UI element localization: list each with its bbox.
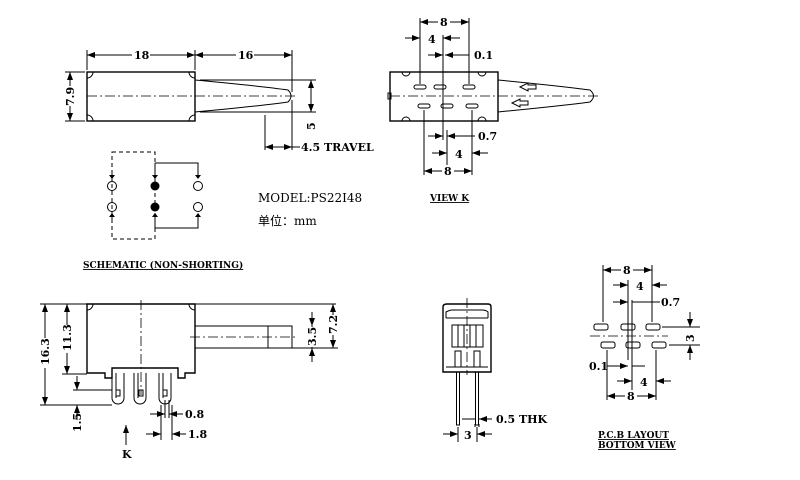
terminal-pin <box>475 371 479 426</box>
pin-row-top <box>413 84 476 90</box>
pcb-dim-bottom-half: 4 <box>640 376 648 389</box>
terminal-circle <box>107 181 117 191</box>
switch-body <box>389 71 499 122</box>
contact-bridge <box>155 162 199 229</box>
direction-arrow-icon <box>510 82 537 108</box>
schematic-label: SCHEMATIC (NON-SHORTING) <box>83 260 243 271</box>
view-k-dim-bottom-offset: 0.7 <box>478 130 497 143</box>
switch-body <box>86 303 196 379</box>
terminal-circle <box>107 202 117 212</box>
pin-row-bottom <box>417 103 479 109</box>
view-k-label: VIEW K <box>429 194 470 204</box>
view-k-dim-bottom-pitch: 8 <box>444 165 452 178</box>
terminal-circle <box>193 202 203 212</box>
view-k-dim-top-half: 4 <box>428 33 436 46</box>
pcb-dim-row-spacing: 3 <box>684 334 697 342</box>
unit-label: 单位：mm <box>258 213 317 228</box>
slider-contact-outline <box>111 151 156 240</box>
pcb-layout: 8 4 0.7 3 0.1 4 8 P.C.B LAYOUT BOTTOM VI… <box>589 264 700 451</box>
view-k-dim-top-offset: 0.1 <box>474 49 493 62</box>
pcb-label-line2: BOTTOM VIEW <box>598 441 677 451</box>
dim-pin-pitch: 3 <box>464 429 472 442</box>
schematic: SCHEMATIC (NON-SHORTING) <box>83 151 243 271</box>
travel-label: 4.5 TRAVEL <box>301 141 374 154</box>
corner-marks <box>86 71 196 122</box>
switch-body <box>442 303 492 373</box>
pcb-dim-top-offset: 0.7 <box>661 296 680 309</box>
slider-window <box>451 324 484 348</box>
pcb-dim-bottom-offset: 0.1 <box>589 360 608 373</box>
top-view: 18 16 7.9 5 4.5 TRAVEL <box>63 48 374 154</box>
dim-pin-span: 1.8 <box>188 428 207 441</box>
dim-shaft-width: 5 <box>305 122 318 130</box>
dim-height: 7.9 <box>64 87 77 106</box>
view-k-dim-bottom-half: 4 <box>455 148 463 161</box>
terminal-pin <box>456 371 460 426</box>
dim-total-height: 16.3 <box>39 338 52 365</box>
pcb-label-line1: P.C.B LAYOUT <box>598 431 669 441</box>
dim-shaft-length: 16 <box>238 49 254 62</box>
pcb-dim-bottom-pitch: 8 <box>627 390 635 403</box>
dim-pin-length: 1.5 <box>71 413 84 432</box>
side-view: 0.5 THK 3 <box>442 298 548 442</box>
terminals <box>111 373 172 405</box>
common-terminal <box>150 181 160 191</box>
view-k: 8 4 0.1 0.7 4 8 VIEW K <box>387 16 598 204</box>
pad-row-top <box>593 323 661 331</box>
dim-thickness: 0.5 THK <box>496 413 548 426</box>
dim-pin-width: 0.8 <box>185 408 204 421</box>
dim-overall: 7.2 <box>327 315 340 334</box>
pcb-dim-top-pitch: 8 <box>623 264 631 277</box>
view-arrow-label: K <box>122 448 132 461</box>
dim-body-height: 11.3 <box>61 324 74 351</box>
common-terminal <box>150 202 160 212</box>
front-view: 16.3 11.3 1.5 7.2 3.5 0.8 1.8 K <box>38 300 341 461</box>
pcb-dim-top-half: 4 <box>636 280 644 293</box>
dim-body-length: 18 <box>134 49 150 62</box>
terminal-circle <box>193 181 203 191</box>
switch-body <box>86 71 196 122</box>
dim-shaft: 3.5 <box>306 327 319 346</box>
pad-row-bottom <box>600 341 667 349</box>
model-label: MODEL:PS22I48 <box>258 191 362 205</box>
view-k-dim-top-pitch: 8 <box>440 16 448 29</box>
